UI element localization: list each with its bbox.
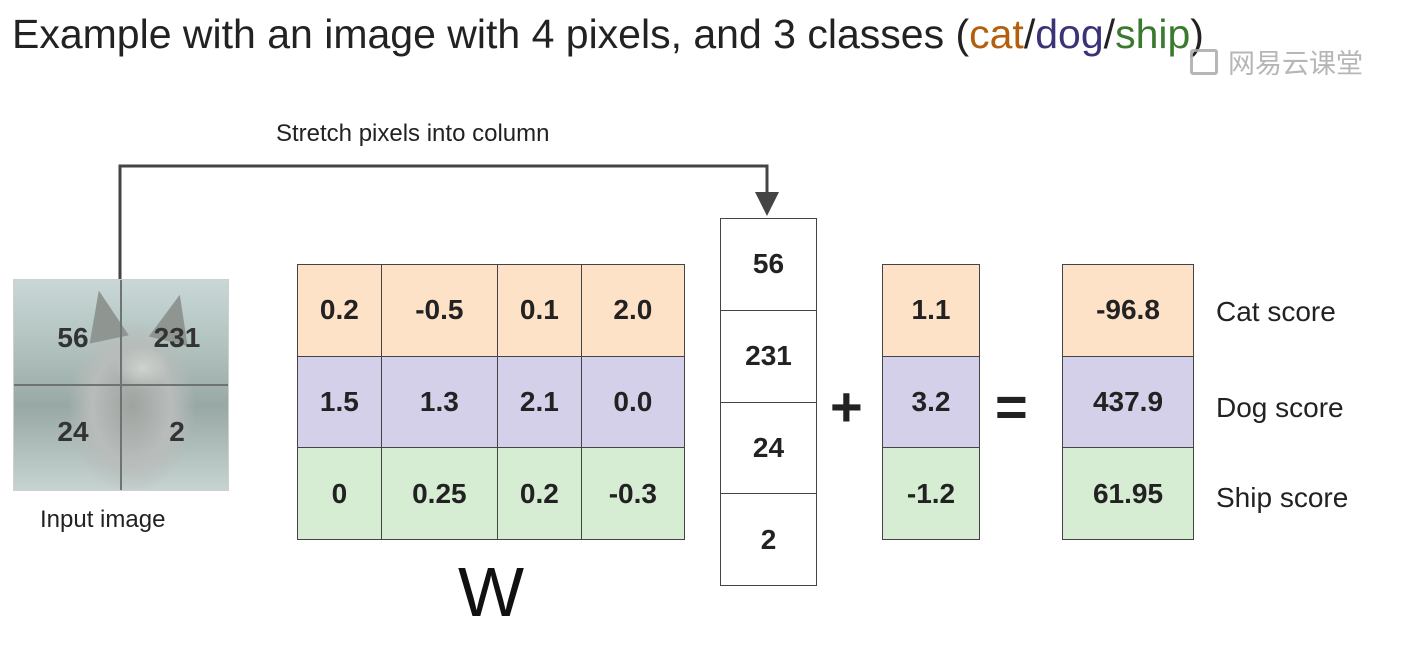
equals-operator: =	[995, 375, 1028, 438]
scores-vector: -96.8 437.9 61.95	[1062, 264, 1194, 540]
title-sep2: /	[1103, 11, 1116, 57]
watermark-logo-icon	[1190, 49, 1218, 75]
plus-operator: +	[830, 375, 863, 438]
weight-cell: 0	[297, 447, 382, 540]
weight-matrix: 0.2 -0.5 0.1 2.0 1.5 1.3 2.1 0.0 0 0.25 …	[297, 264, 686, 540]
column-cell: 231	[720, 309, 817, 403]
bias-vector: 1.1 3.2 -1.2	[882, 264, 980, 540]
score-label-dog: Dog score	[1216, 392, 1344, 423]
pixel-grid-vertical	[120, 280, 122, 490]
weight-cell: 1.3	[380, 355, 499, 449]
weight-cell: 2.1	[497, 355, 582, 449]
weight-cell: -0.3	[580, 447, 686, 540]
weight-cell: 0.2	[497, 447, 582, 540]
arrow-line	[118, 164, 769, 279]
weight-cell: 2.0	[580, 264, 686, 357]
weight-cell: 0.25	[380, 447, 499, 540]
pixel-value: 231	[153, 322, 201, 353]
watermark-text: 网易云课堂	[1228, 49, 1363, 80]
score-label-cat: Cat score	[1216, 296, 1336, 327]
title-suffix: )	[1190, 11, 1204, 57]
score-cell: 61.95	[1062, 447, 1194, 540]
score-cell: 437.9	[1062, 355, 1194, 449]
weight-row-dog: 1.5 1.3 2.1 0.0	[297, 355, 686, 449]
watermark: 网易云课堂	[1190, 42, 1363, 81]
bias-cell: 3.2	[882, 355, 980, 449]
arrow-head-icon	[755, 192, 779, 216]
title-sep1: /	[1023, 11, 1036, 57]
pixel-value: 2	[169, 416, 185, 447]
score-cell: -96.8	[1062, 264, 1194, 357]
column-cell: 24	[720, 401, 817, 495]
weight-cell: 0.2	[297, 264, 382, 357]
pixel-column-vector: 56 231 24 2	[720, 218, 817, 586]
score-label-ship: Ship score	[1216, 482, 1349, 513]
weight-cell: 0.0	[580, 355, 686, 449]
bias-cell: -1.2	[882, 447, 980, 540]
pixel-value: 56	[57, 322, 89, 353]
input-image-label: Input image	[40, 506, 166, 533]
weight-cell: 0.1	[497, 264, 582, 357]
weight-cell: -0.5	[380, 264, 499, 357]
column-cell: 2	[720, 493, 817, 586]
weight-cell: 1.5	[297, 355, 382, 449]
title-ship: ship	[1115, 11, 1191, 57]
weight-matrix-label: W	[458, 553, 525, 631]
arrow-label: Stretch pixels into column	[276, 120, 550, 147]
weight-row-ship: 0 0.25 0.2 -0.3	[297, 447, 686, 540]
title-dog: dog	[1035, 11, 1104, 57]
pixel-value: 24	[57, 416, 89, 447]
weight-row-cat: 0.2 -0.5 0.1 2.0	[297, 264, 686, 357]
slide-title: Example with an image with 4 pixels, and…	[12, 10, 1204, 58]
column-cell: 56	[720, 218, 817, 311]
input-image: 56 231 24 2	[13, 279, 229, 491]
title-cat: cat	[969, 11, 1024, 57]
title-prefix: Example with an image with 4 pixels, and…	[12, 11, 970, 57]
bias-cell: 1.1	[882, 264, 980, 357]
